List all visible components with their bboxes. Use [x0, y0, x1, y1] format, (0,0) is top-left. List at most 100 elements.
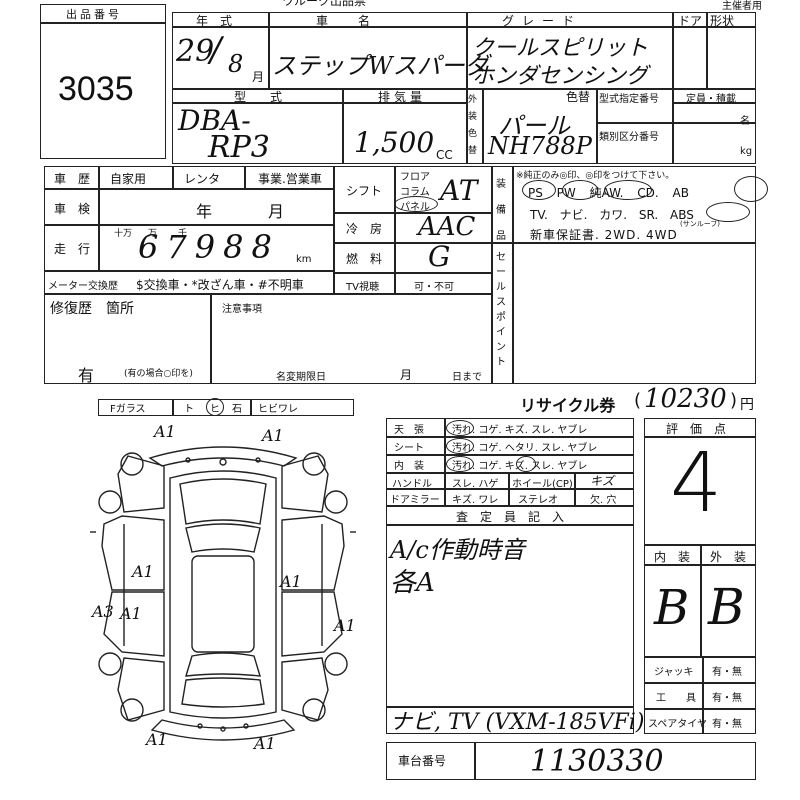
row1-box [172, 12, 756, 90]
damage-mark-rear-left: A1 [146, 730, 168, 749]
grade-line1: クールスピリット [472, 36, 649, 61]
interior-scratch-circle [516, 456, 536, 472]
meter-label: メーター交換歴 [48, 281, 118, 292]
tool-0-label: ジャッキ [654, 667, 694, 678]
row2-box [172, 88, 756, 164]
grade-box [644, 418, 756, 734]
tool-1-value: 有・無 [712, 693, 742, 704]
color-code: NH788P [488, 132, 592, 160]
year-value: 29 [176, 34, 215, 69]
damage-mark-rear-right: A1 [254, 734, 276, 753]
glass-box [98, 399, 354, 416]
stereo-options: 欠. 穴 [590, 495, 617, 506]
interior-grade: B [654, 580, 690, 636]
damage-mark-left-rear: A1 [120, 604, 142, 623]
door-label: ドア [678, 14, 703, 28]
shift-option-1[interactable]: コラム [400, 187, 430, 198]
grade-line2: ホンダセンシング [472, 64, 649, 89]
repair-label: 修復歴 箇所 [50, 301, 134, 317]
displacement-value: 1,500 [354, 126, 435, 159]
equipment-box [492, 166, 756, 384]
month-value: 8 [228, 50, 244, 78]
persons-unit: 名 [740, 116, 750, 127]
equipment-line3: 新車保証書. 2WD. 4WD [530, 228, 678, 242]
kg-unit: kg [740, 146, 753, 157]
digit-unit-0: 十万 [114, 229, 133, 239]
mirror-label: ドアミラー [390, 495, 440, 506]
sales-point-label: セールスポイント [496, 252, 506, 368]
inspector-line1: A/c作動時音 [390, 536, 525, 564]
fuel-value: G [428, 240, 451, 273]
capacity-label: 定員・積載 [686, 94, 736, 105]
condition-box [386, 418, 634, 506]
shift-option-0[interactable]: フロア [400, 172, 430, 183]
inspector-bottom: ナビ, TV (VXM-185VFi) [390, 710, 645, 735]
ceiling-circle [446, 420, 474, 436]
seat-circle [446, 438, 474, 454]
ps-circle [522, 180, 556, 200]
type-line2: RP3 [208, 130, 270, 165]
aircon-label: 冷 房 [346, 222, 383, 236]
pw-circle [562, 180, 598, 200]
chassis-value: 1130330 [530, 744, 664, 779]
handle-options: スレ. ハゲ [452, 479, 499, 490]
damage-mark-right-rear: A1 [334, 616, 356, 635]
tool-1-label: 工 具 [656, 693, 696, 704]
meter-options: $交換車・*改ざん車・#不明車 [136, 278, 304, 292]
lot-label: 出品番号 [66, 8, 122, 21]
chassis-label: 車台番号 [398, 754, 447, 768]
score-value: 4 [670, 436, 723, 531]
grade-label: グレード [502, 14, 583, 28]
notes-label: 注意事項 [222, 304, 262, 315]
interior-grade-label: 内 装 [654, 550, 691, 564]
repair-note: (有の場合○印を) [124, 369, 193, 379]
inspection-month-unit: 月 [268, 202, 285, 221]
deadline-month: 月 [400, 368, 413, 382]
displacement-unit: CC [436, 148, 453, 162]
color-value: パール [498, 112, 570, 140]
shift-circle [394, 196, 438, 212]
inspection-label: 車 検 [54, 202, 91, 216]
corner-label: 主催者用 [722, 1, 762, 12]
car-name: ステップWスパーダ [272, 52, 489, 80]
digit-unit-1: 万 [148, 229, 158, 239]
recycle-amount: 10230 [644, 384, 727, 414]
year-label: 年 式 [196, 14, 233, 28]
specs-box [334, 166, 492, 294]
repair-box [44, 294, 492, 384]
damage-mark-front-right: A1 [262, 426, 284, 445]
color-label: 色替 [566, 90, 591, 104]
car-diagram [90, 446, 356, 741]
mileage-value: 67988 [138, 228, 280, 266]
handle-label: ハンドル [392, 479, 432, 490]
history-option-2[interactable]: 事業.営業車 [258, 172, 322, 186]
equipment-note: ※純正のみ◎印、◎印をつけて下さい。 [516, 171, 675, 181]
glass-option-0[interactable]: ト [184, 404, 194, 415]
exterior-grade: B [708, 578, 745, 636]
model-no-label: 型式指定番号 [599, 94, 659, 105]
mirror-options: キズ. ワレ [452, 495, 499, 506]
condition-row-0-options: 汚れ. コゲ. キズ. スレ. ヤブレ [452, 425, 588, 436]
damage-mark-front-left: A1 [154, 422, 176, 441]
abs-circle [706, 202, 750, 222]
displacement-label: 排気量 [378, 90, 427, 104]
history-label: 車 歴 [54, 172, 91, 186]
year-slash: / [210, 30, 222, 70]
shift-value: AT [440, 174, 478, 207]
wheel-mark: キズ [590, 474, 615, 488]
km-unit: km [296, 254, 312, 265]
deadline-day: 日まで [452, 372, 482, 383]
equipment-label: 装備品 [496, 179, 506, 242]
chassis-box [386, 742, 756, 780]
name-label: 車 名 [316, 14, 373, 28]
glass-option-2[interactable]: 石 [232, 404, 242, 415]
recycle-label: リサイクル券 [520, 396, 616, 415]
exterior-label: 外装色替 [468, 95, 478, 156]
score-label: 評 価 点 [666, 422, 727, 436]
history-option-0[interactable]: 自家用 [110, 172, 147, 186]
tv-label: TV視聴 [346, 282, 379, 293]
mileage-label: 走 行 [54, 242, 91, 256]
glass-option-3[interactable]: ヒビワレ [258, 404, 298, 415]
tv-options: 可・不可 [414, 282, 454, 293]
history-option-1[interactable]: レンタ [184, 172, 221, 186]
